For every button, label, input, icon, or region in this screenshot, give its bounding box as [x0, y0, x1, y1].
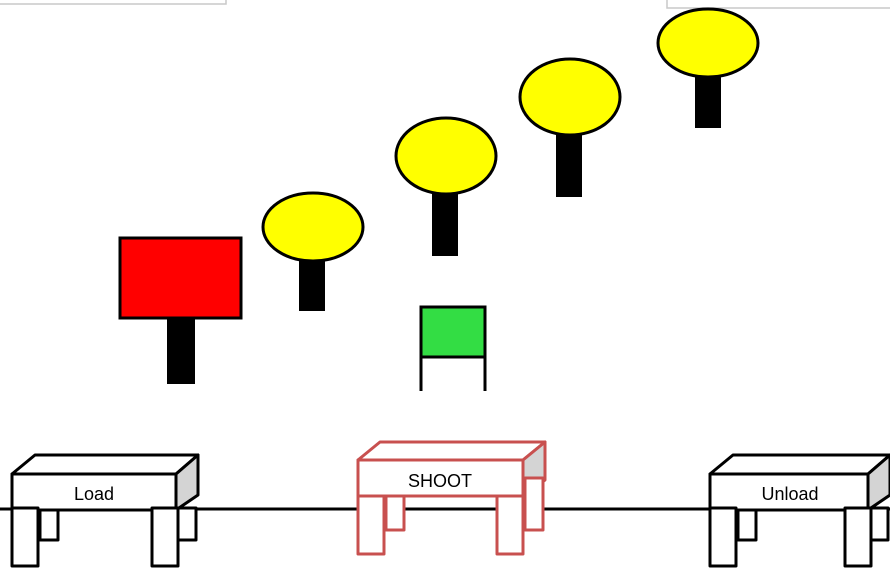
round-target-stem: [556, 128, 582, 197]
bench-leg: [38, 506, 60, 542]
bench-top: [708, 453, 890, 476]
round-target-stem: [432, 188, 458, 256]
bench-front: [10, 472, 178, 512]
bench-leg: [150, 506, 180, 568]
bench-leg: [523, 476, 545, 532]
bench-front: [708, 472, 870, 512]
corner-box-top-right: [666, 0, 890, 9]
bench-leg: [868, 506, 890, 542]
round-target-3: [518, 57, 622, 197]
bench-leg: [843, 506, 873, 568]
bench-leg: [708, 506, 738, 568]
round-target-stem: [695, 70, 721, 128]
station-shoot: SHOOT: [356, 440, 547, 556]
bench-top: [356, 440, 547, 462]
station-label-load: Load: [74, 484, 114, 504]
round-target-4: [656, 7, 760, 128]
bench-top: [10, 453, 200, 476]
bench-leg: [495, 494, 525, 556]
red-board: [118, 236, 243, 320]
bench-leg: [10, 506, 40, 568]
round-target-1: [261, 191, 365, 311]
station-label-shoot: SHOOT: [408, 471, 472, 491]
bench-leg: [176, 506, 198, 542]
station-load: Load: [10, 453, 200, 568]
bench-leg: [384, 494, 406, 532]
bench-front: [356, 458, 525, 498]
round-target-plate: [656, 7, 760, 79]
round-target-2: [394, 116, 498, 256]
round-target-plate: [261, 191, 365, 263]
round-target-plate: [394, 116, 498, 196]
round-target-plate: [518, 57, 622, 137]
bench-leg: [356, 494, 386, 556]
red-board-target: [118, 236, 243, 384]
station-label-unload: Unload: [761, 484, 818, 504]
red-board-stem: [167, 316, 195, 384]
round-target-stem: [299, 255, 325, 311]
corner-box-top-left: [0, 0, 227, 5]
station-unload: Unload: [708, 453, 890, 568]
bench-leg: [736, 506, 758, 542]
green-board-target: [419, 305, 487, 391]
green-board: [419, 305, 487, 359]
